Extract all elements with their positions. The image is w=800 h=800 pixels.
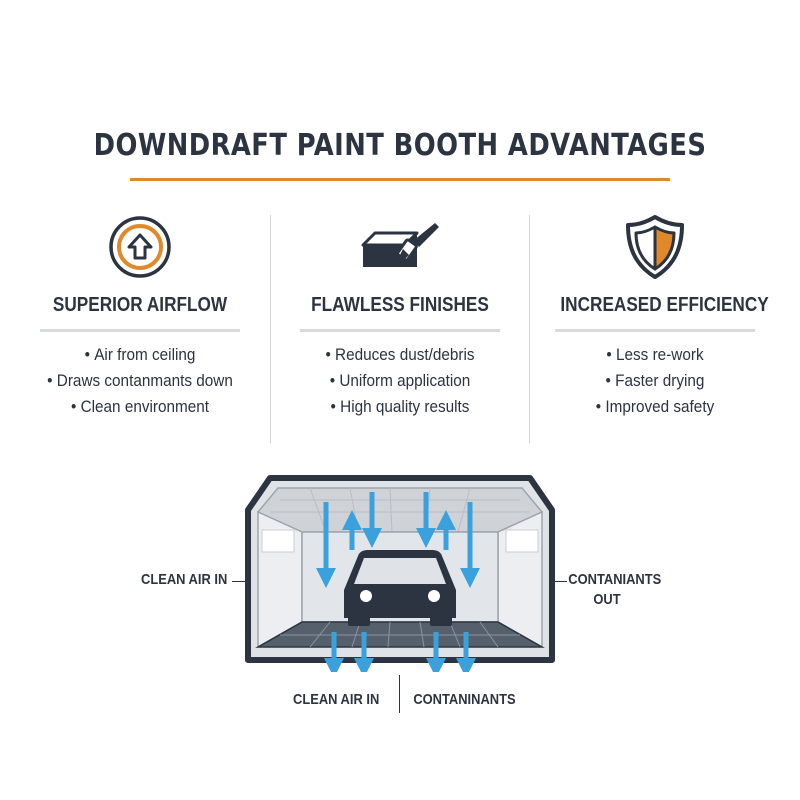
feature-heading: SUPERIOR AIRFLOW bbox=[52, 294, 228, 316]
feature-increased-efficiency: INCREASED EFFICIENCY Less re-work Faster… bbox=[545, 212, 769, 420]
heading-underline bbox=[555, 329, 755, 332]
leader-line bbox=[232, 581, 246, 582]
title-underline bbox=[130, 178, 670, 181]
safety-shield-icon bbox=[545, 212, 765, 282]
left-light-panel bbox=[261, 529, 295, 553]
feature-heading: INCREASED EFFICIENCY bbox=[560, 294, 769, 316]
label-clean-air-in-bottom: CLEAN AIR IN bbox=[293, 691, 380, 708]
label-line: CONTANIANTS bbox=[568, 571, 662, 588]
list-item: Draws contanmants down bbox=[41, 368, 239, 394]
feature-bullet-list: Reduces dust/debris Uniform application … bbox=[290, 342, 510, 420]
page-title: DOWNDRAFT PAINT BOOTH ADVANTAGES bbox=[93, 128, 707, 163]
feature-superior-airflow: SUPERIOR AIRFLOW Air from ceiling Draws … bbox=[30, 212, 250, 420]
list-item: Reduces dust/debris bbox=[301, 342, 499, 368]
list-item: Improved safety bbox=[556, 394, 754, 420]
list-item: Clean environment bbox=[41, 394, 239, 420]
heading-underline bbox=[40, 329, 240, 332]
list-item: Air from ceiling bbox=[41, 342, 239, 368]
feature-heading: FLAWLESS FINISHES bbox=[311, 294, 489, 316]
airflow-arrows bbox=[316, 492, 480, 678]
feature-bullet-list: Air from ceiling Draws contanmants down … bbox=[30, 342, 250, 420]
column-divider bbox=[270, 215, 271, 443]
right-light-panel bbox=[505, 529, 539, 553]
list-item: Less re-work bbox=[556, 342, 754, 368]
list-item: Faster drying bbox=[556, 368, 754, 394]
feature-flawless-finishes: FLAWLESS FINISHES Reduces dust/debris Un… bbox=[290, 212, 510, 420]
leader-line bbox=[553, 581, 567, 582]
paint-booth-diagram bbox=[240, 472, 560, 678]
feature-bullet-list: Less re-work Faster drying Improved safe… bbox=[545, 342, 765, 420]
heading-underline bbox=[300, 329, 500, 332]
booth-illustration bbox=[245, 475, 555, 678]
column-divider bbox=[529, 215, 530, 443]
leader-line bbox=[399, 675, 400, 713]
floor-grid bbox=[280, 621, 520, 648]
list-item: High quality results bbox=[301, 394, 499, 420]
label-contaminants-out: CONTANIANTS OUT bbox=[568, 570, 662, 610]
paint-brush-icon bbox=[290, 212, 510, 282]
label-line: OUT bbox=[593, 591, 621, 608]
upward-airflow-icon bbox=[30, 212, 250, 282]
booth-ceiling bbox=[256, 487, 544, 533]
list-item: Uniform application bbox=[301, 368, 499, 394]
car-icon bbox=[344, 550, 456, 626]
label-contaminants-bottom: CONTANINANTS bbox=[413, 691, 516, 708]
label-clean-air-in-left: CLEAN AIR IN bbox=[141, 571, 228, 588]
